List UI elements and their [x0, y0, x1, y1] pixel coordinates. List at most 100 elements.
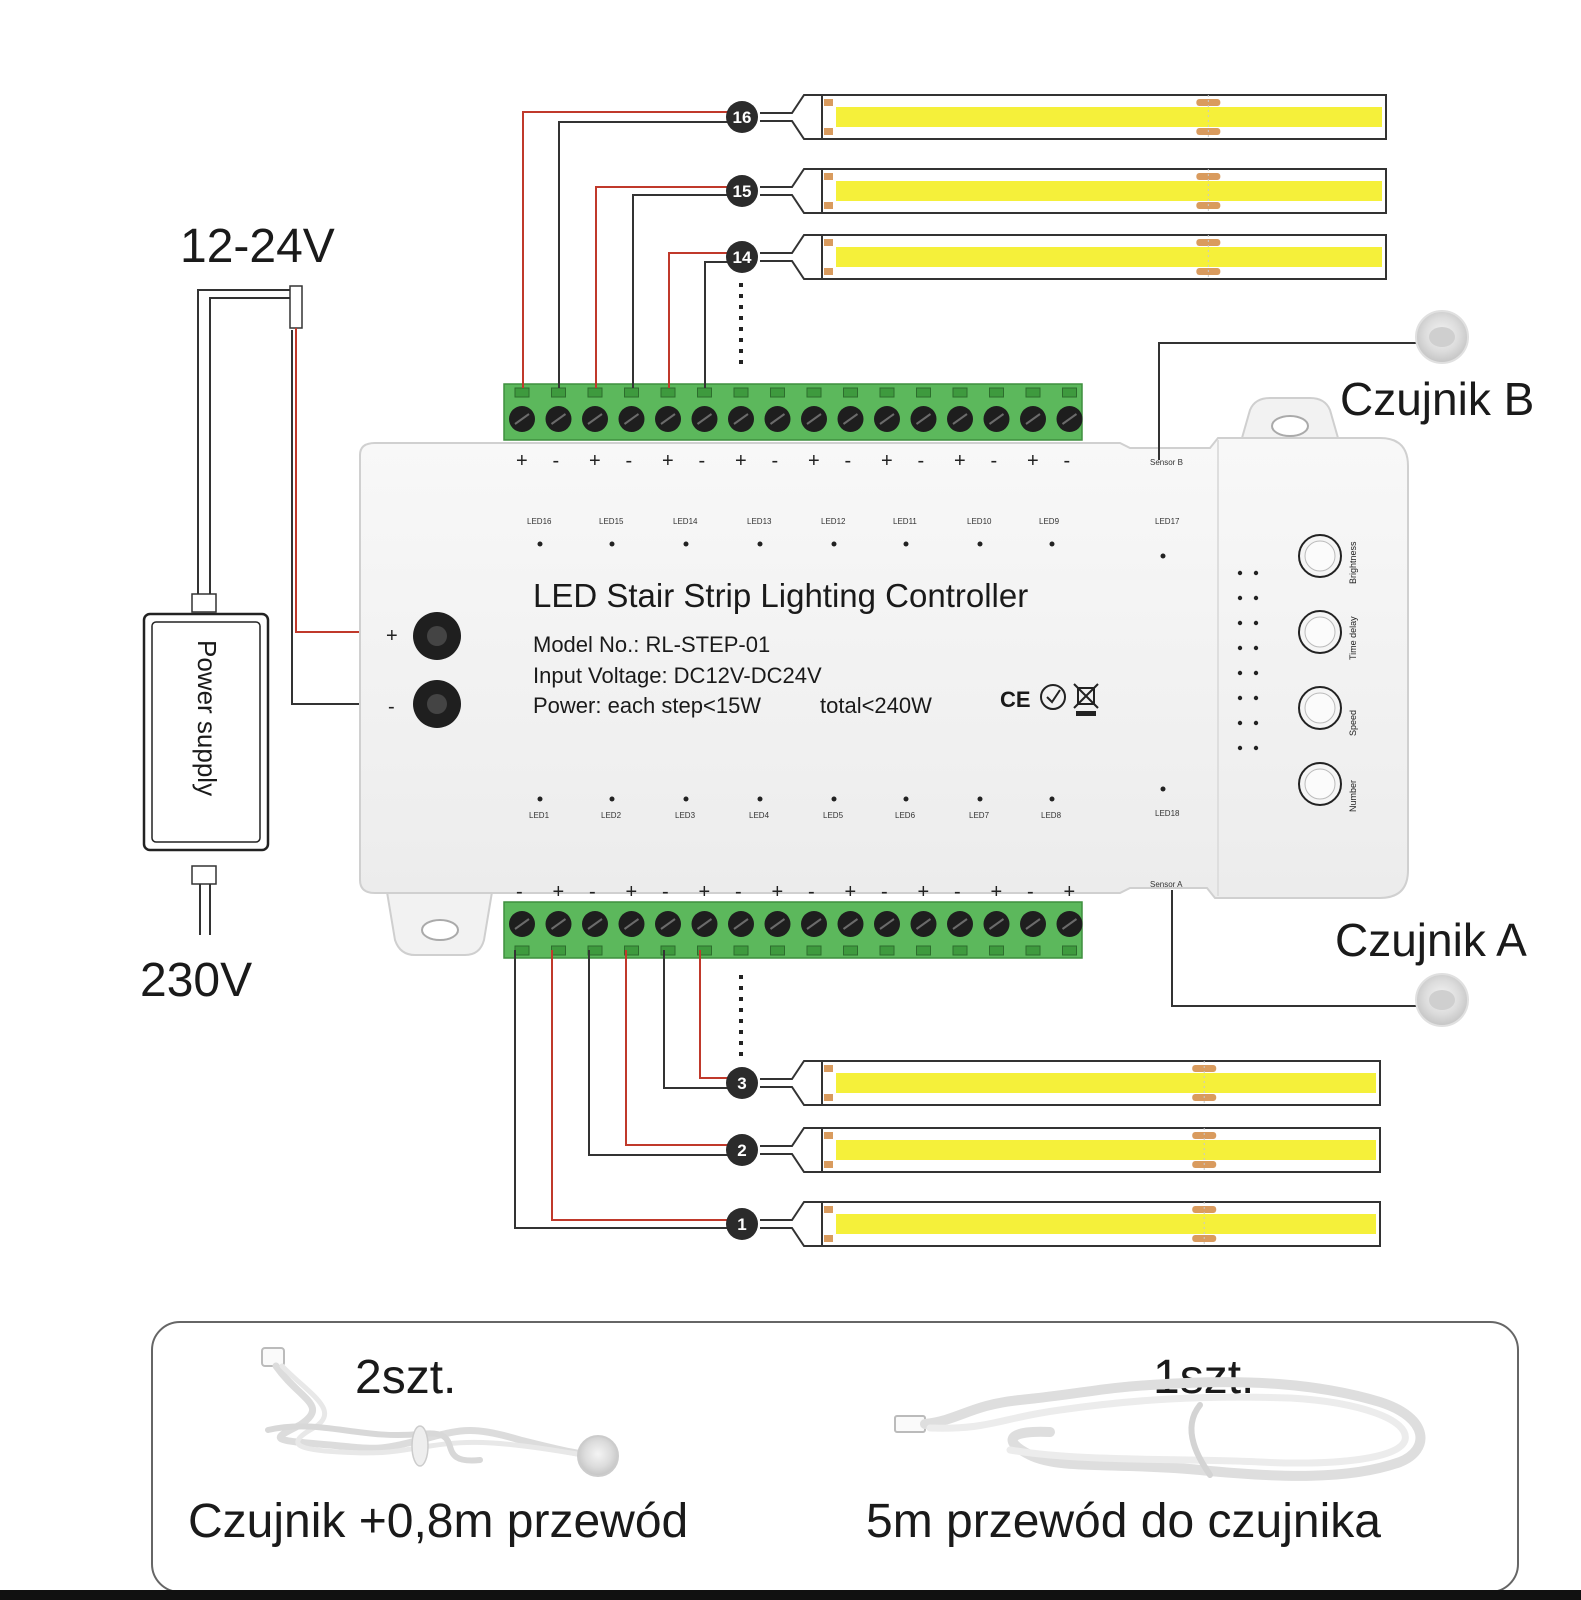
button-brightness[interactable]: Brightness [1298, 534, 1358, 584]
led-bottom-dot [683, 796, 689, 802]
power-supply-group: 12-24V 230V Power supply [140, 220, 360, 1007]
solder-pad [824, 173, 833, 180]
terminal-polarity: + [699, 881, 711, 903]
accessory-extension-cable: 1szt. 5m przewód do czujnika [866, 1351, 1426, 1548]
terminal-polarity: - [699, 450, 706, 472]
led-bottom-label: LED3 [675, 811, 696, 820]
power-plus-label: + [386, 625, 398, 647]
dc-plug [289, 285, 303, 329]
led-top-label: LED11 [893, 517, 917, 526]
grid-dot [1253, 745, 1259, 751]
grid-dot [1253, 670, 1259, 676]
terminal-slot [879, 387, 895, 398]
sensor-b-port-label: Sensor B [1150, 458, 1183, 467]
terminal-polarity: + [845, 881, 857, 903]
terminal-slot [806, 945, 822, 956]
strip-cob [836, 1073, 1376, 1093]
led17-label: LED17 [1155, 517, 1180, 526]
terminal-slot [660, 387, 676, 398]
led-top-label: LED9 [1039, 517, 1060, 526]
solder-pad [824, 1235, 833, 1242]
terminal-slot [1025, 387, 1041, 398]
grid-dot [1237, 595, 1243, 601]
strip-number-badge [726, 175, 758, 207]
terminal-slot [1025, 945, 1041, 956]
voltage-in-label: 12-24V [180, 220, 335, 273]
terminal-polarity: - [881, 881, 888, 903]
input-voltage: Input Voltage: DC12V-DC24V [533, 663, 822, 688]
terminal-slot [952, 945, 968, 956]
terminal-polarity: + [772, 881, 784, 903]
led-top-label: LED14 [673, 517, 698, 526]
accessory-sensor-cable: 2szt. Czujnik +0,8m przewód [188, 1347, 688, 1548]
button-time-delay[interactable]: Time delay [1298, 610, 1358, 660]
terminal-slot [770, 945, 785, 956]
terminal-polarity: - [1027, 881, 1034, 903]
ce-mark: CE [1000, 687, 1031, 712]
led18-label: LED18 [1155, 809, 1180, 818]
sensor-b-label: Czujnik B [1340, 373, 1534, 425]
led-top-label: LED15 [599, 517, 624, 526]
voltage-mains-label: 230V [140, 954, 252, 1007]
strip-cob [836, 1140, 1376, 1160]
rohs-icon [1040, 684, 1066, 710]
terminal-slot [514, 387, 530, 398]
strip-number-badge [726, 101, 758, 133]
led-bottom-dot [903, 796, 909, 802]
grid-dot [1253, 620, 1259, 626]
sensor-a-label: Czujnik A [1335, 914, 1527, 966]
sensor-b-group: Czujnik B [1158, 310, 1534, 460]
grid-dot [1253, 595, 1259, 601]
solder-pad [824, 268, 833, 275]
cut-pad [1192, 1132, 1217, 1139]
led-bottom-dot [831, 796, 837, 802]
negative-wire [291, 330, 360, 705]
led-strip: 3 [726, 1060, 1381, 1106]
grid-dot [1253, 720, 1259, 726]
led-top-dot [1049, 541, 1055, 547]
terminal-slot [843, 945, 858, 956]
solder-pad [824, 1065, 833, 1072]
led-top-dot [683, 541, 689, 547]
terminal-polarity: - [662, 881, 669, 903]
terminal-slot [697, 945, 712, 956]
led-top-label: LED13 [747, 517, 772, 526]
strip-wires [514, 111, 743, 1229]
strip-number-badge [726, 1134, 758, 1166]
strip-cob [836, 247, 1382, 267]
terminal-slot [989, 945, 1004, 956]
led-bottom-label: LED2 [601, 811, 622, 820]
led-top-dot [537, 541, 543, 547]
button-number[interactable]: Number [1298, 762, 1358, 812]
positive-wire [295, 328, 360, 633]
button-speed[interactable]: Speed [1298, 686, 1358, 736]
power-total: total<240W [820, 693, 932, 718]
led-bottom-dot [609, 796, 615, 802]
terminal-polarity: - [1064, 450, 1071, 472]
terminal-slot [587, 387, 603, 398]
strip-number-badge [726, 1208, 758, 1240]
sensor-a-port-label: Sensor A [1150, 880, 1183, 889]
led-bottom-label: LED1 [529, 811, 550, 820]
terminal-polarity: + [516, 450, 528, 472]
terminal-polarity: - [772, 450, 779, 472]
strip-cob [836, 181, 1382, 201]
strip-number-badge [726, 241, 758, 273]
solder-pad [824, 1161, 833, 1168]
led-bottom-label: LED5 [823, 811, 844, 820]
strip-cob [836, 107, 1382, 127]
terminal-polarity: - [516, 881, 523, 903]
terminal-slot [697, 387, 712, 398]
terminal-slot [916, 387, 931, 398]
cut-pad [1192, 1065, 1217, 1072]
sensor-a-cable [1171, 890, 1420, 1007]
terminal-slot [551, 387, 566, 398]
controller: LED Stair Strip Lighting Controller Mode… [359, 397, 1409, 956]
terminal-polarity: + [808, 450, 820, 472]
terminal-polarity: - [626, 450, 633, 472]
terminal-slot [733, 945, 749, 956]
grid-dot [1237, 695, 1243, 701]
